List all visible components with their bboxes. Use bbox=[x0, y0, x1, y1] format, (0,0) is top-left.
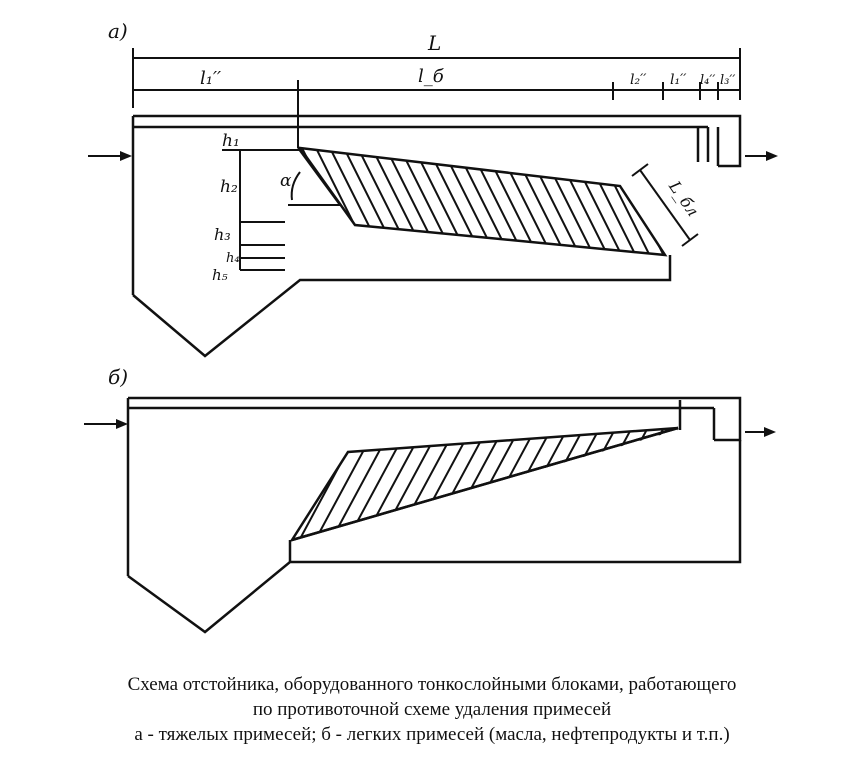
hatch-line bbox=[389, 428, 461, 540]
hatch-line bbox=[325, 428, 397, 540]
inlet-arrow-a bbox=[88, 151, 132, 161]
dim-label-l4: l₄′′ bbox=[700, 73, 715, 88]
label-h2: h₂ bbox=[220, 177, 238, 197]
label-h1: h₁ bbox=[222, 131, 240, 151]
caption-line-3: а - тяжелых примесей; б - легких примесе… bbox=[134, 724, 730, 745]
dim-label-l1: l₁′′ bbox=[670, 72, 687, 88]
hatch-line bbox=[300, 148, 303, 255]
label-h4: h₄ bbox=[226, 251, 240, 266]
hatch-line bbox=[437, 148, 499, 255]
hatch-line bbox=[437, 428, 509, 540]
panel-b-label: б) bbox=[108, 365, 128, 389]
hatch-line bbox=[465, 148, 527, 255]
hatch-line bbox=[357, 428, 429, 540]
settling-tank-diagram: а) L l₁′′ l_б l₂′′ l₁′′ l₄′′ l₃′′ bbox=[84, 19, 778, 634]
caption-line-2: по противоточной схеме удаления примесей bbox=[252, 699, 612, 720]
hatch-line bbox=[395, 148, 457, 255]
hatch-line bbox=[228, 140, 288, 260]
outlet-arrow-b bbox=[745, 427, 776, 437]
dim-label-l2: l₂′′ bbox=[630, 72, 647, 88]
hatch-line bbox=[423, 148, 485, 255]
hatch-line bbox=[292, 428, 349, 540]
dim-label-lb: l_б bbox=[418, 66, 445, 87]
hatch-line bbox=[292, 428, 301, 540]
panel-a: а) L l₁′′ l_б l₂′′ l₁′′ l₄′′ l₃′′ bbox=[88, 19, 778, 358]
hatch-line bbox=[198, 420, 268, 550]
thin-layer-block-a bbox=[228, 140, 668, 260]
alpha-arc bbox=[290, 171, 301, 201]
dim-label-l3: l₃′′ bbox=[720, 73, 735, 88]
thin-layer-block-b bbox=[150, 420, 679, 550]
hatch-line bbox=[182, 420, 252, 550]
inlet-arrow-b bbox=[84, 419, 128, 429]
outlet-arrow-a bbox=[745, 151, 778, 161]
panel-b: б) bbox=[84, 365, 776, 634]
hatch-line bbox=[150, 420, 220, 550]
hatch-line bbox=[409, 148, 471, 255]
tank-outline-b bbox=[126, 396, 742, 634]
figure-caption: Схема отстойника, оборудованного тонкосл… bbox=[0, 672, 864, 747]
label-h3: h₃ bbox=[214, 225, 231, 244]
hatch-line bbox=[214, 420, 284, 550]
hatch-line bbox=[373, 428, 445, 540]
dimension-L-bl bbox=[631, 163, 699, 247]
dimension-lines-a bbox=[132, 48, 741, 148]
hatch-line bbox=[451, 148, 513, 255]
hatch-line bbox=[166, 420, 236, 550]
label-h5: h₅ bbox=[212, 266, 228, 284]
hatch-line bbox=[405, 428, 477, 540]
tank-outline-a bbox=[131, 114, 742, 358]
caption-line-1: Схема отстойника, оборудованного тонкосл… bbox=[127, 674, 737, 695]
panel-a-label: а) bbox=[108, 19, 128, 43]
hatch-line bbox=[645, 428, 678, 540]
label-alpha: α bbox=[280, 171, 292, 191]
h-levels bbox=[222, 149, 340, 271]
hatch-line bbox=[341, 428, 413, 540]
dim-label-l1-prime: l₁′′ bbox=[200, 68, 221, 89]
dim-label-L: L bbox=[427, 31, 441, 55]
